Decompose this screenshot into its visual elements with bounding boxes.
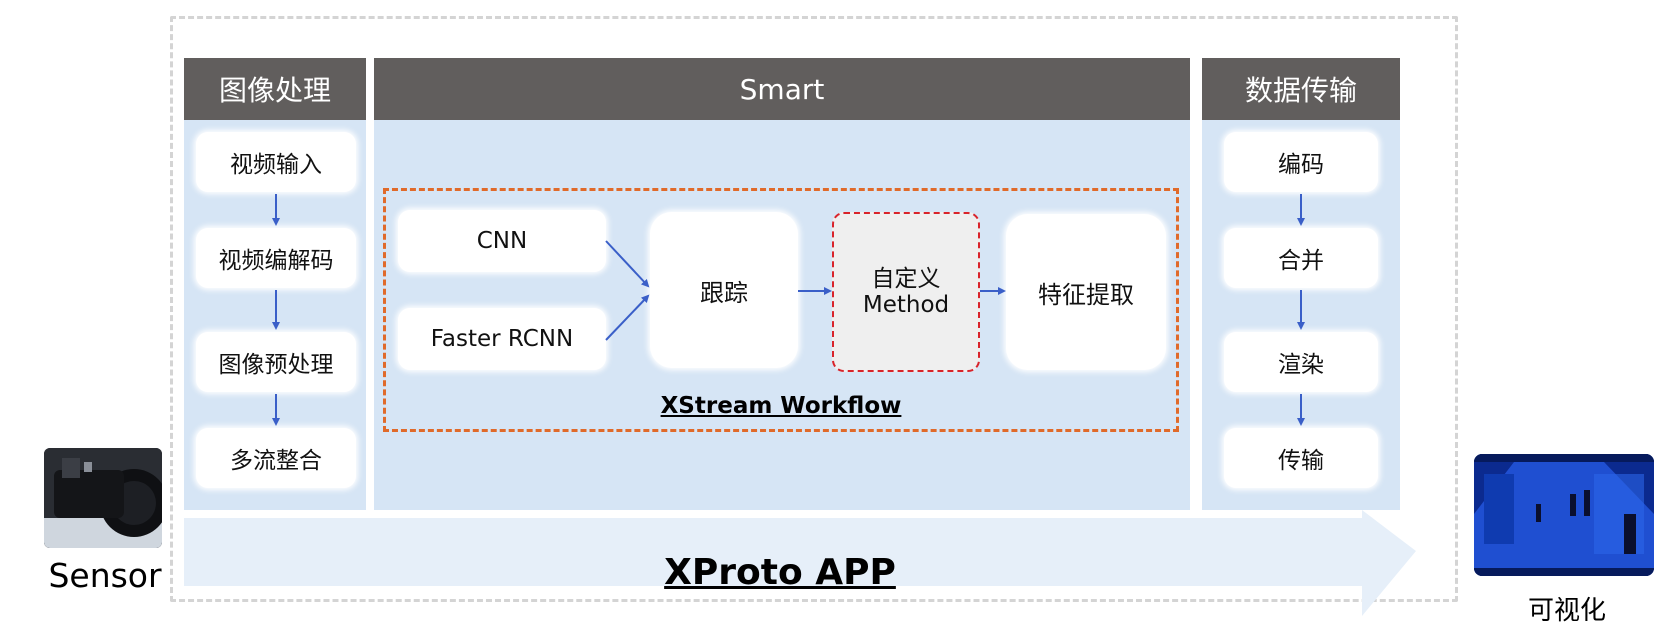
step-encode[interactable]: 编码 [1224,132,1378,192]
node-tracking[interactable]: 跟踪 [650,212,798,368]
step-render[interactable]: 渲染 [1224,332,1378,392]
step-video-input[interactable]: 视频输入 [196,132,356,192]
sensor-camera-icon [44,448,162,548]
sensor-label: Sensor [48,556,162,595]
step-multi-stream-merge[interactable]: 多流整合 [196,428,356,488]
step-video-codec[interactable]: 视频编解码 [196,228,356,288]
xproto-app-label: XProto APP [664,552,896,593]
header-smart: Smart [374,58,1190,120]
node-feature-extraction[interactable]: 特征提取 [1006,214,1166,370]
step-merge[interactable]: 合并 [1224,228,1378,288]
visualization-label: 可视化 [1527,596,1606,626]
custom-method-line2: Method [862,292,950,318]
custom-method-line1: 自定义 [871,265,941,292]
xstream-workflow-frame [383,188,1179,432]
node-cnn[interactable]: CNN [398,210,606,272]
node-faster-rcnn[interactable]: Faster RCNN [398,308,606,370]
xstream-workflow-label: XStream Workflow [660,393,902,419]
step-transmit[interactable]: 传输 [1224,428,1378,488]
step-image-preprocess[interactable]: 图像预处理 [196,332,356,392]
header-data-transfer: 数据传输 [1202,58,1400,120]
visualization-screen-icon [1474,454,1654,576]
header-image-processing: 图像处理 [184,58,366,120]
node-custom-method[interactable]: 自定义 Method [832,212,980,372]
